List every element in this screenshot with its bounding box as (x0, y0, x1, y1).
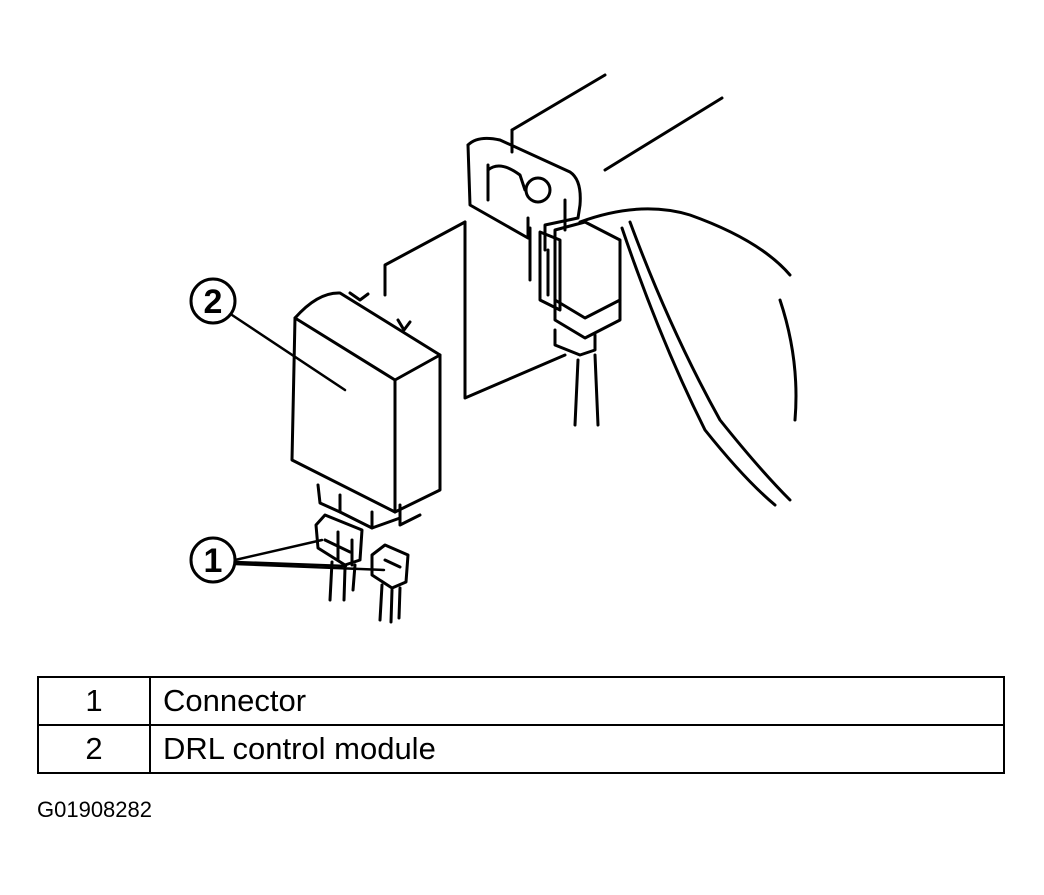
drl-control-module (290, 291, 442, 530)
relay (553, 220, 622, 427)
legend-table: 1 Connector 2 DRL control module (37, 676, 1005, 774)
callout-2-number: 2 (204, 283, 223, 321)
drl-module-illustration: 2 1 (189, 73, 798, 624)
mounting-bracket (383, 220, 567, 400)
body-panel (510, 73, 798, 507)
callout-1-number: 1 (204, 542, 223, 580)
legend-row: 1 Connector (37, 676, 1005, 726)
connector (314, 513, 410, 624)
legend-number: 1 (37, 676, 151, 726)
figure-id: G01908282 (37, 797, 152, 822)
callout-1 (189, 536, 386, 584)
legend-description: DRL control module (149, 724, 1005, 774)
legend-row: 2 DRL control module (37, 724, 1005, 774)
legend-description: Connector (149, 676, 1005, 726)
legend-number: 2 (37, 724, 151, 774)
mounting-clip (466, 136, 582, 312)
callout-2 (189, 277, 347, 392)
